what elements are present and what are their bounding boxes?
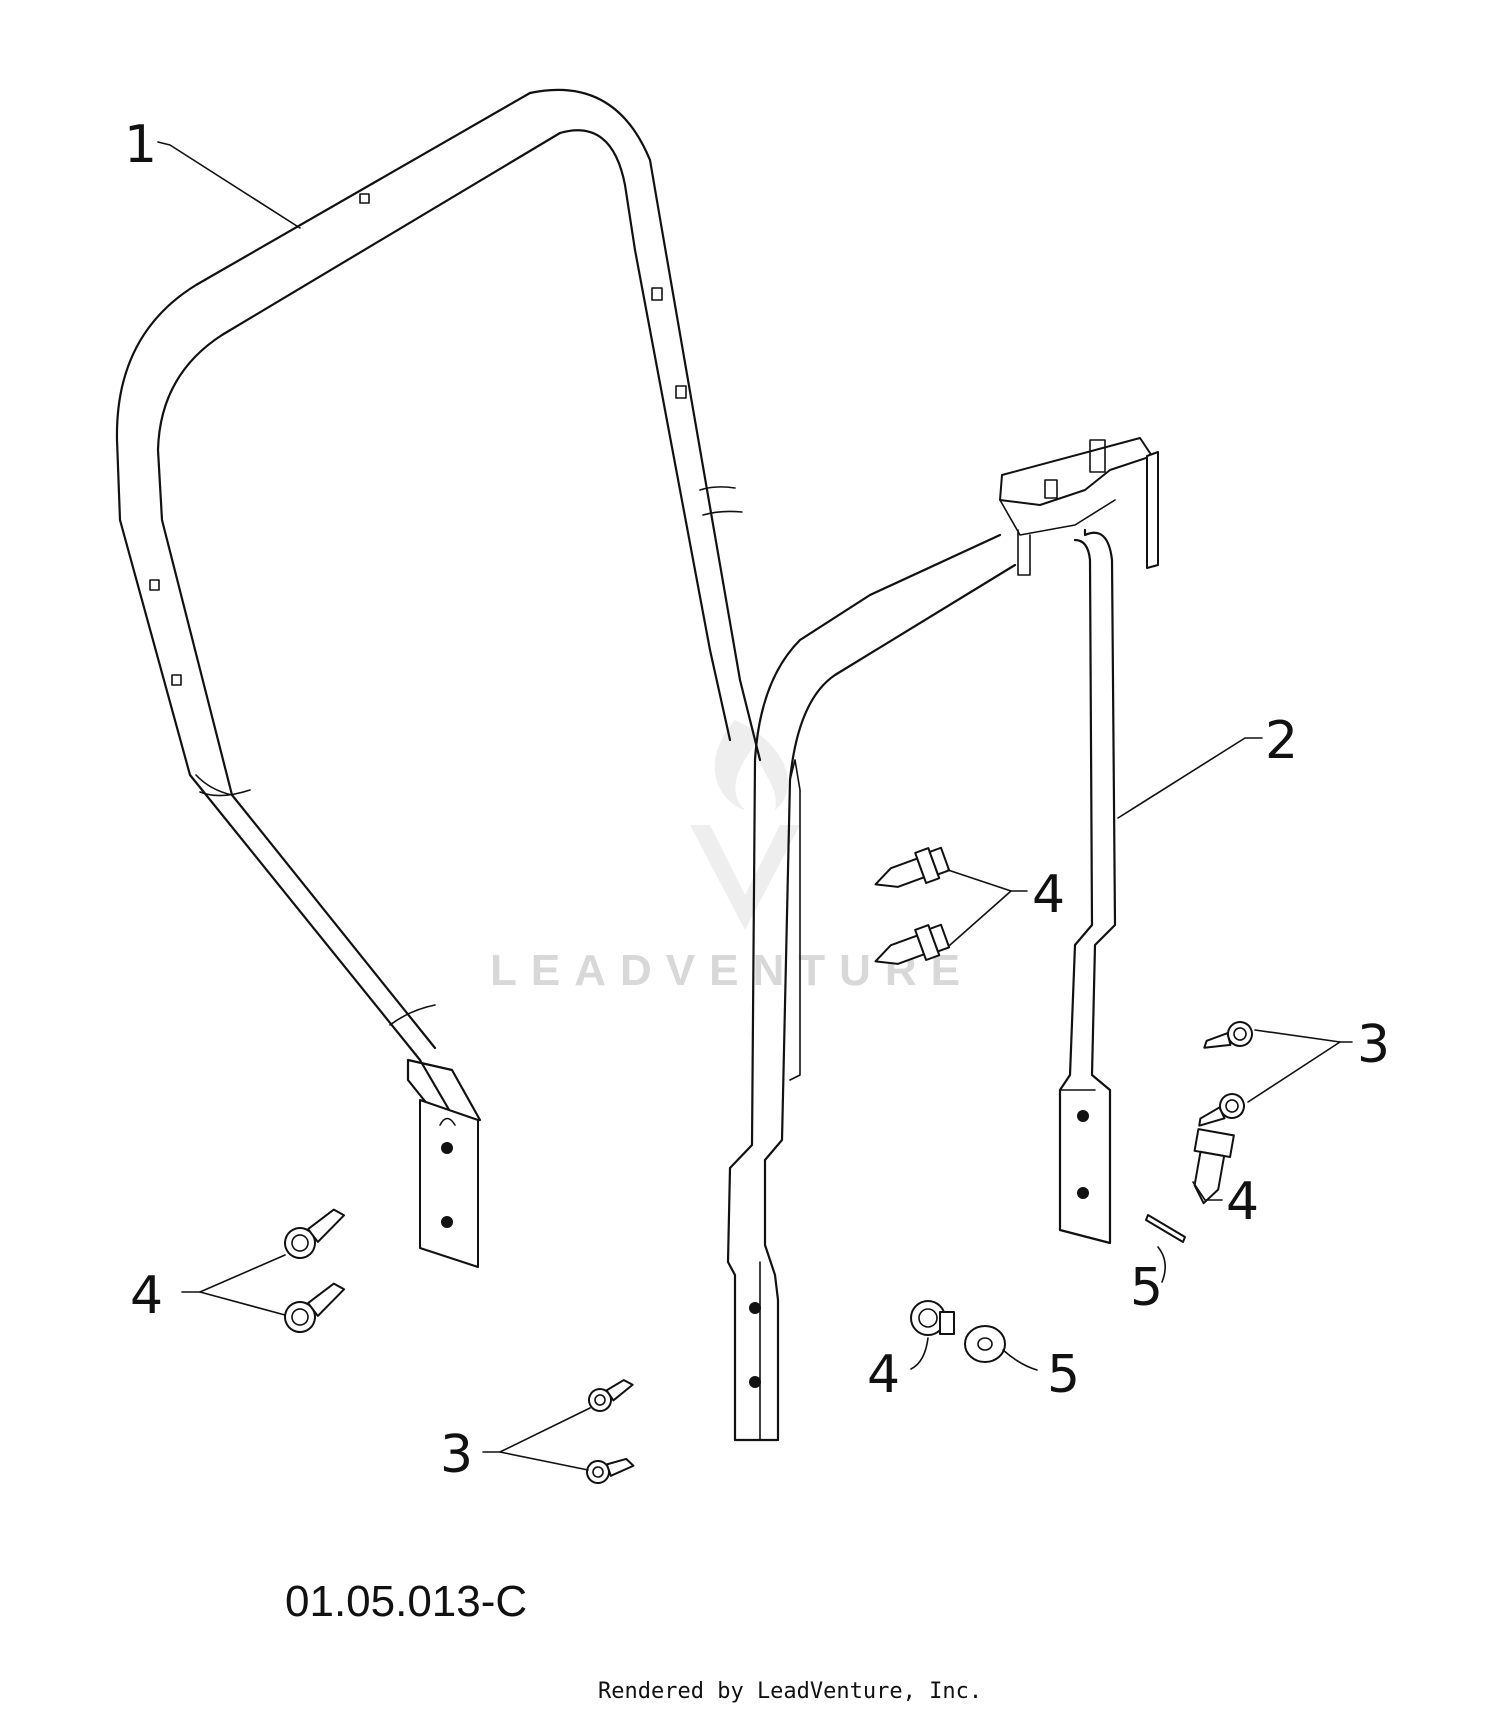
callout-5-pin: 5: [1130, 1258, 1163, 1318]
screw-group-3a: [1198, 1021, 1253, 1127]
pin-5: [1145, 1214, 1186, 1243]
washer-icon: [964, 1325, 1006, 1363]
hex-bolt-icon: [874, 846, 951, 888]
washer-5: [964, 1325, 1006, 1363]
callout-4-left: 4: [130, 1266, 163, 1326]
render-credit: Rendered by LeadVenture, Inc.: [598, 1679, 982, 1704]
hex-bolt-icon: [874, 923, 951, 965]
callouts: 1 2 3 3 4 4 4 4 5 5: [124, 115, 1390, 1485]
screw-icon: [1203, 1021, 1253, 1049]
hex-bolt-icon: [1193, 1128, 1235, 1205]
part-2-lower-frame: [726, 437, 1159, 1442]
callout-3-right: 3: [1357, 1015, 1390, 1075]
hex-bolt-icon: [284, 1282, 346, 1333]
drawing-code: 01.05.013-C: [285, 1577, 527, 1626]
callout-4-upper: 4: [1032, 865, 1065, 925]
callout-5-washer: 5: [1047, 1345, 1080, 1405]
screw-group-3b: [586, 1379, 635, 1484]
bolt-group-4a: [874, 846, 951, 965]
callout-4-right: 4: [1226, 1172, 1259, 1232]
bolt-4c: [1193, 1128, 1235, 1205]
callout-1: 1: [124, 115, 157, 175]
bolt-4d: [910, 1300, 955, 1336]
pin-icon: [1145, 1214, 1186, 1243]
callout-4-bottom: 4: [867, 1345, 900, 1405]
watermark-logo-icon: [690, 720, 800, 930]
hex-bolt-icon: [284, 1208, 346, 1259]
part-1-upper-hoop: [115, 88, 762, 1268]
callout-3-bottom: 3: [440, 1425, 473, 1485]
leader-lines: [157, 141, 1353, 1471]
screw-icon: [1198, 1093, 1245, 1127]
bolt-group-4b: [284, 1208, 346, 1333]
callout-2: 2: [1265, 711, 1298, 771]
hex-bolt-icon: [910, 1300, 955, 1336]
screw-icon: [588, 1379, 634, 1412]
screw-icon: [586, 1457, 635, 1484]
